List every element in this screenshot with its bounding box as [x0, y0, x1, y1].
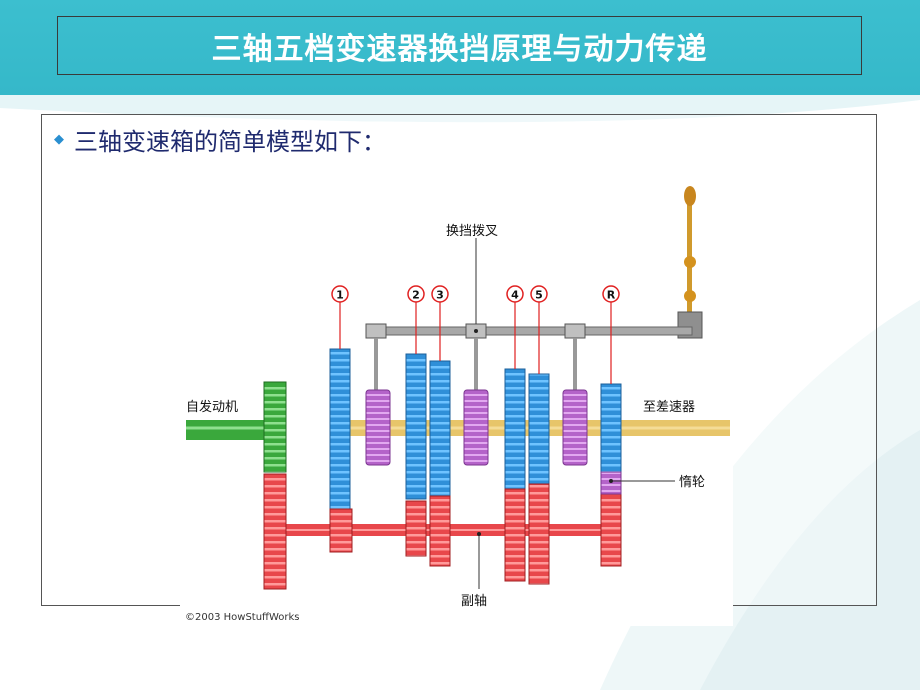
gear-marker-5: 5	[535, 289, 543, 302]
title-box: 三轴五档变速器换挡原理与动力传递	[57, 16, 862, 75]
gear-1-blue	[329, 348, 351, 512]
gear-marker-1: 1	[336, 289, 344, 302]
input-gear	[263, 381, 287, 473]
gear-5-blue	[528, 373, 550, 485]
countershaft-label: 副轴	[461, 594, 487, 609]
input-shaft	[186, 420, 268, 440]
to-differential-label: 至差速器	[643, 400, 695, 415]
header-band	[0, 0, 920, 95]
shift-fork-label: 换挡拨叉	[446, 224, 498, 239]
gear-marker-3: 3	[436, 289, 444, 302]
gear-r-blue	[600, 383, 622, 475]
gear-marker-r: R	[607, 289, 616, 302]
gear-2-blue	[405, 353, 427, 500]
gear-markers: 1 2 3 4 5 R	[331, 285, 620, 384]
from-engine-label: 自发动机	[186, 399, 238, 415]
countershaft-gears	[329, 483, 622, 585]
gear-marker-2: 2	[412, 289, 420, 302]
shift-lever	[677, 186, 703, 339]
gear-3-blue	[429, 360, 451, 497]
transmission-diagram: 换挡拨叉 1	[180, 184, 733, 626]
bullet-row: ◆ 三轴变速箱的简单模型如下：	[54, 122, 386, 157]
idler-label: 惰轮	[679, 475, 705, 490]
bullet-text: 三轴变速箱的简单模型如下：	[74, 128, 386, 156]
gear-marker-4: 4	[511, 289, 519, 302]
credit-text: ©2003 HowStuffWorks	[185, 612, 299, 623]
shift-rail	[367, 326, 693, 336]
slide-title: 三轴五档变速器换挡原理与动力传递	[211, 31, 708, 67]
gear-4-blue	[504, 368, 526, 490]
collars	[365, 389, 588, 466]
diamond-bullet-icon: ◆	[54, 132, 64, 147]
counter-drive-gear	[263, 473, 287, 590]
fork-stems	[374, 338, 577, 393]
